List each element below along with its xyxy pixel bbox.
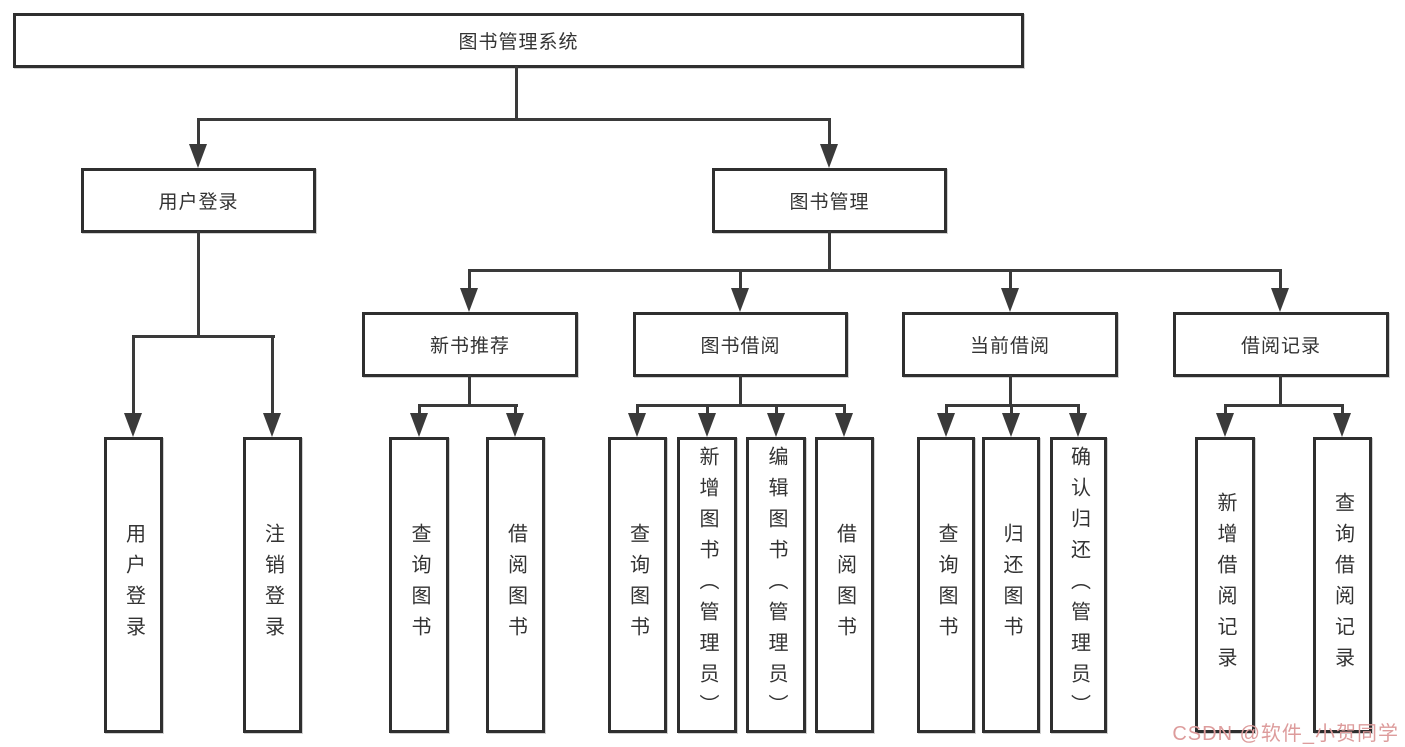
- leaf-query-book-1-label: 查询图书: [408, 523, 430, 647]
- node-current-borrow-label: 当前借阅: [969, 336, 1050, 357]
- connector-line: [514, 404, 517, 418]
- leaf-borrow-book-2-label: 借阅图书: [833, 523, 856, 647]
- connector-line: [739, 269, 742, 293]
- connector-line: [828, 231, 831, 271]
- arrow-down-icon: [731, 288, 749, 312]
- node-book-management-label: 图书管理: [789, 192, 870, 213]
- connector-line: [197, 118, 831, 121]
- node-borrow-records-label: 借阅记录: [1240, 336, 1321, 357]
- leaf-add-borrow-record: 新增借阅记录: [1195, 437, 1255, 733]
- arrow-down-icon: [506, 413, 524, 437]
- connector-line: [418, 404, 421, 418]
- arrow-down-icon: [698, 413, 716, 437]
- leaf-query-borrow-record-label: 查询借阅记录: [1331, 492, 1354, 678]
- arrow-down-icon: [1069, 413, 1087, 437]
- leaf-query-book-1: 查询图书: [389, 437, 449, 733]
- arrow-down-icon: [937, 413, 955, 437]
- connector-line: [828, 118, 831, 148]
- connector-line: [739, 375, 742, 407]
- connector-line: [197, 118, 200, 148]
- connector-line: [271, 335, 274, 419]
- leaf-query-borrow-record: 查询借阅记录: [1313, 437, 1372, 733]
- arrow-down-icon: [1333, 413, 1351, 437]
- connector-line: [197, 231, 200, 337]
- arrow-down-icon: [124, 413, 142, 437]
- leaf-query-book-2: 查询图书: [608, 437, 667, 733]
- leaf-query-book-3-label: 查询图书: [935, 523, 957, 647]
- connector-line: [1077, 404, 1080, 418]
- connector-line: [775, 404, 778, 418]
- arrow-down-icon: [189, 144, 207, 168]
- node-borrow-records: 借阅记录: [1173, 312, 1389, 377]
- node-user-login-label: 用户登录: [158, 192, 239, 213]
- node-current-borrow: 当前借阅: [902, 312, 1118, 377]
- arrow-down-icon: [1271, 288, 1289, 312]
- node-book-borrow-label: 图书借阅: [700, 336, 781, 357]
- node-book-management: 图书管理: [712, 168, 947, 233]
- leaf-add-book-admin: 新增图书（管理员）: [677, 437, 737, 733]
- leaf-query-book-2-label: 查询图书: [626, 523, 649, 647]
- connector-line: [132, 335, 135, 419]
- node-book-borrow: 图书借阅: [633, 312, 848, 377]
- leaf-logout-label: 注销登录: [261, 523, 284, 647]
- leaf-borrow-book-1-label: 借阅图书: [504, 523, 527, 647]
- connector-line: [1224, 404, 1344, 407]
- leaf-query-book-3: 查询图书: [917, 437, 975, 733]
- leaf-confirm-return-admin: 确认归还（管理员）: [1050, 437, 1107, 733]
- node-new-book-recommend: 新书推荐: [362, 312, 578, 377]
- leaf-edit-book-admin: 编辑图书（管理员）: [746, 437, 806, 733]
- arrow-down-icon: [767, 413, 785, 437]
- connector-line: [1224, 404, 1227, 418]
- connector-line: [843, 404, 846, 418]
- arrow-down-icon: [1216, 413, 1234, 437]
- leaf-borrow-book-2: 借阅图书: [815, 437, 874, 733]
- node-user-login: 用户登录: [81, 168, 316, 233]
- connector-line: [1279, 375, 1282, 407]
- leaf-return-book-label: 归还图书: [1000, 523, 1022, 647]
- leaf-edit-book-admin-label: 编辑图书（管理员）: [765, 445, 787, 725]
- leaf-logout: 注销登录: [243, 437, 302, 733]
- arrow-down-icon: [628, 413, 646, 437]
- connector-line: [1009, 269, 1012, 293]
- leaf-confirm-return-admin-label: 确认归还（管理员）: [1067, 445, 1090, 725]
- connector-line: [1010, 404, 1013, 418]
- node-root-label: 图书管理系统: [458, 32, 579, 53]
- node-root: 图书管理系统: [13, 13, 1024, 68]
- connector-line: [706, 404, 709, 418]
- connector-line: [418, 404, 518, 407]
- connector-line: [945, 404, 948, 418]
- arrow-down-icon: [1001, 288, 1019, 312]
- leaf-add-borrow-record-label: 新增借阅记录: [1214, 492, 1236, 678]
- connector-line: [515, 66, 518, 120]
- leaf-user-login: 用户登录: [104, 437, 163, 733]
- connector-line: [636, 404, 639, 418]
- arrow-down-icon: [263, 413, 281, 437]
- connector-line: [132, 335, 275, 338]
- connector-line: [468, 269, 471, 293]
- connector-line: [636, 404, 846, 407]
- leaf-return-book: 归还图书: [982, 437, 1040, 733]
- leaf-user-login-label: 用户登录: [122, 523, 145, 647]
- node-new-book-recommend-label: 新书推荐: [429, 336, 510, 357]
- connector-line: [1279, 269, 1282, 293]
- leaf-add-book-admin-label: 新增图书（管理员）: [696, 445, 718, 725]
- csdn-watermark: CSDN @软件_小贺同学: [1172, 723, 1399, 745]
- arrow-down-icon: [1002, 413, 1020, 437]
- connector-line: [468, 269, 1282, 272]
- connector-line: [1009, 375, 1012, 407]
- connector-line: [468, 375, 471, 407]
- connector-line: [1341, 404, 1344, 418]
- arrow-down-icon: [835, 413, 853, 437]
- arrow-down-icon: [410, 413, 428, 437]
- leaf-borrow-book-1: 借阅图书: [486, 437, 545, 733]
- arrow-down-icon: [460, 288, 478, 312]
- arrow-down-icon: [820, 144, 838, 168]
